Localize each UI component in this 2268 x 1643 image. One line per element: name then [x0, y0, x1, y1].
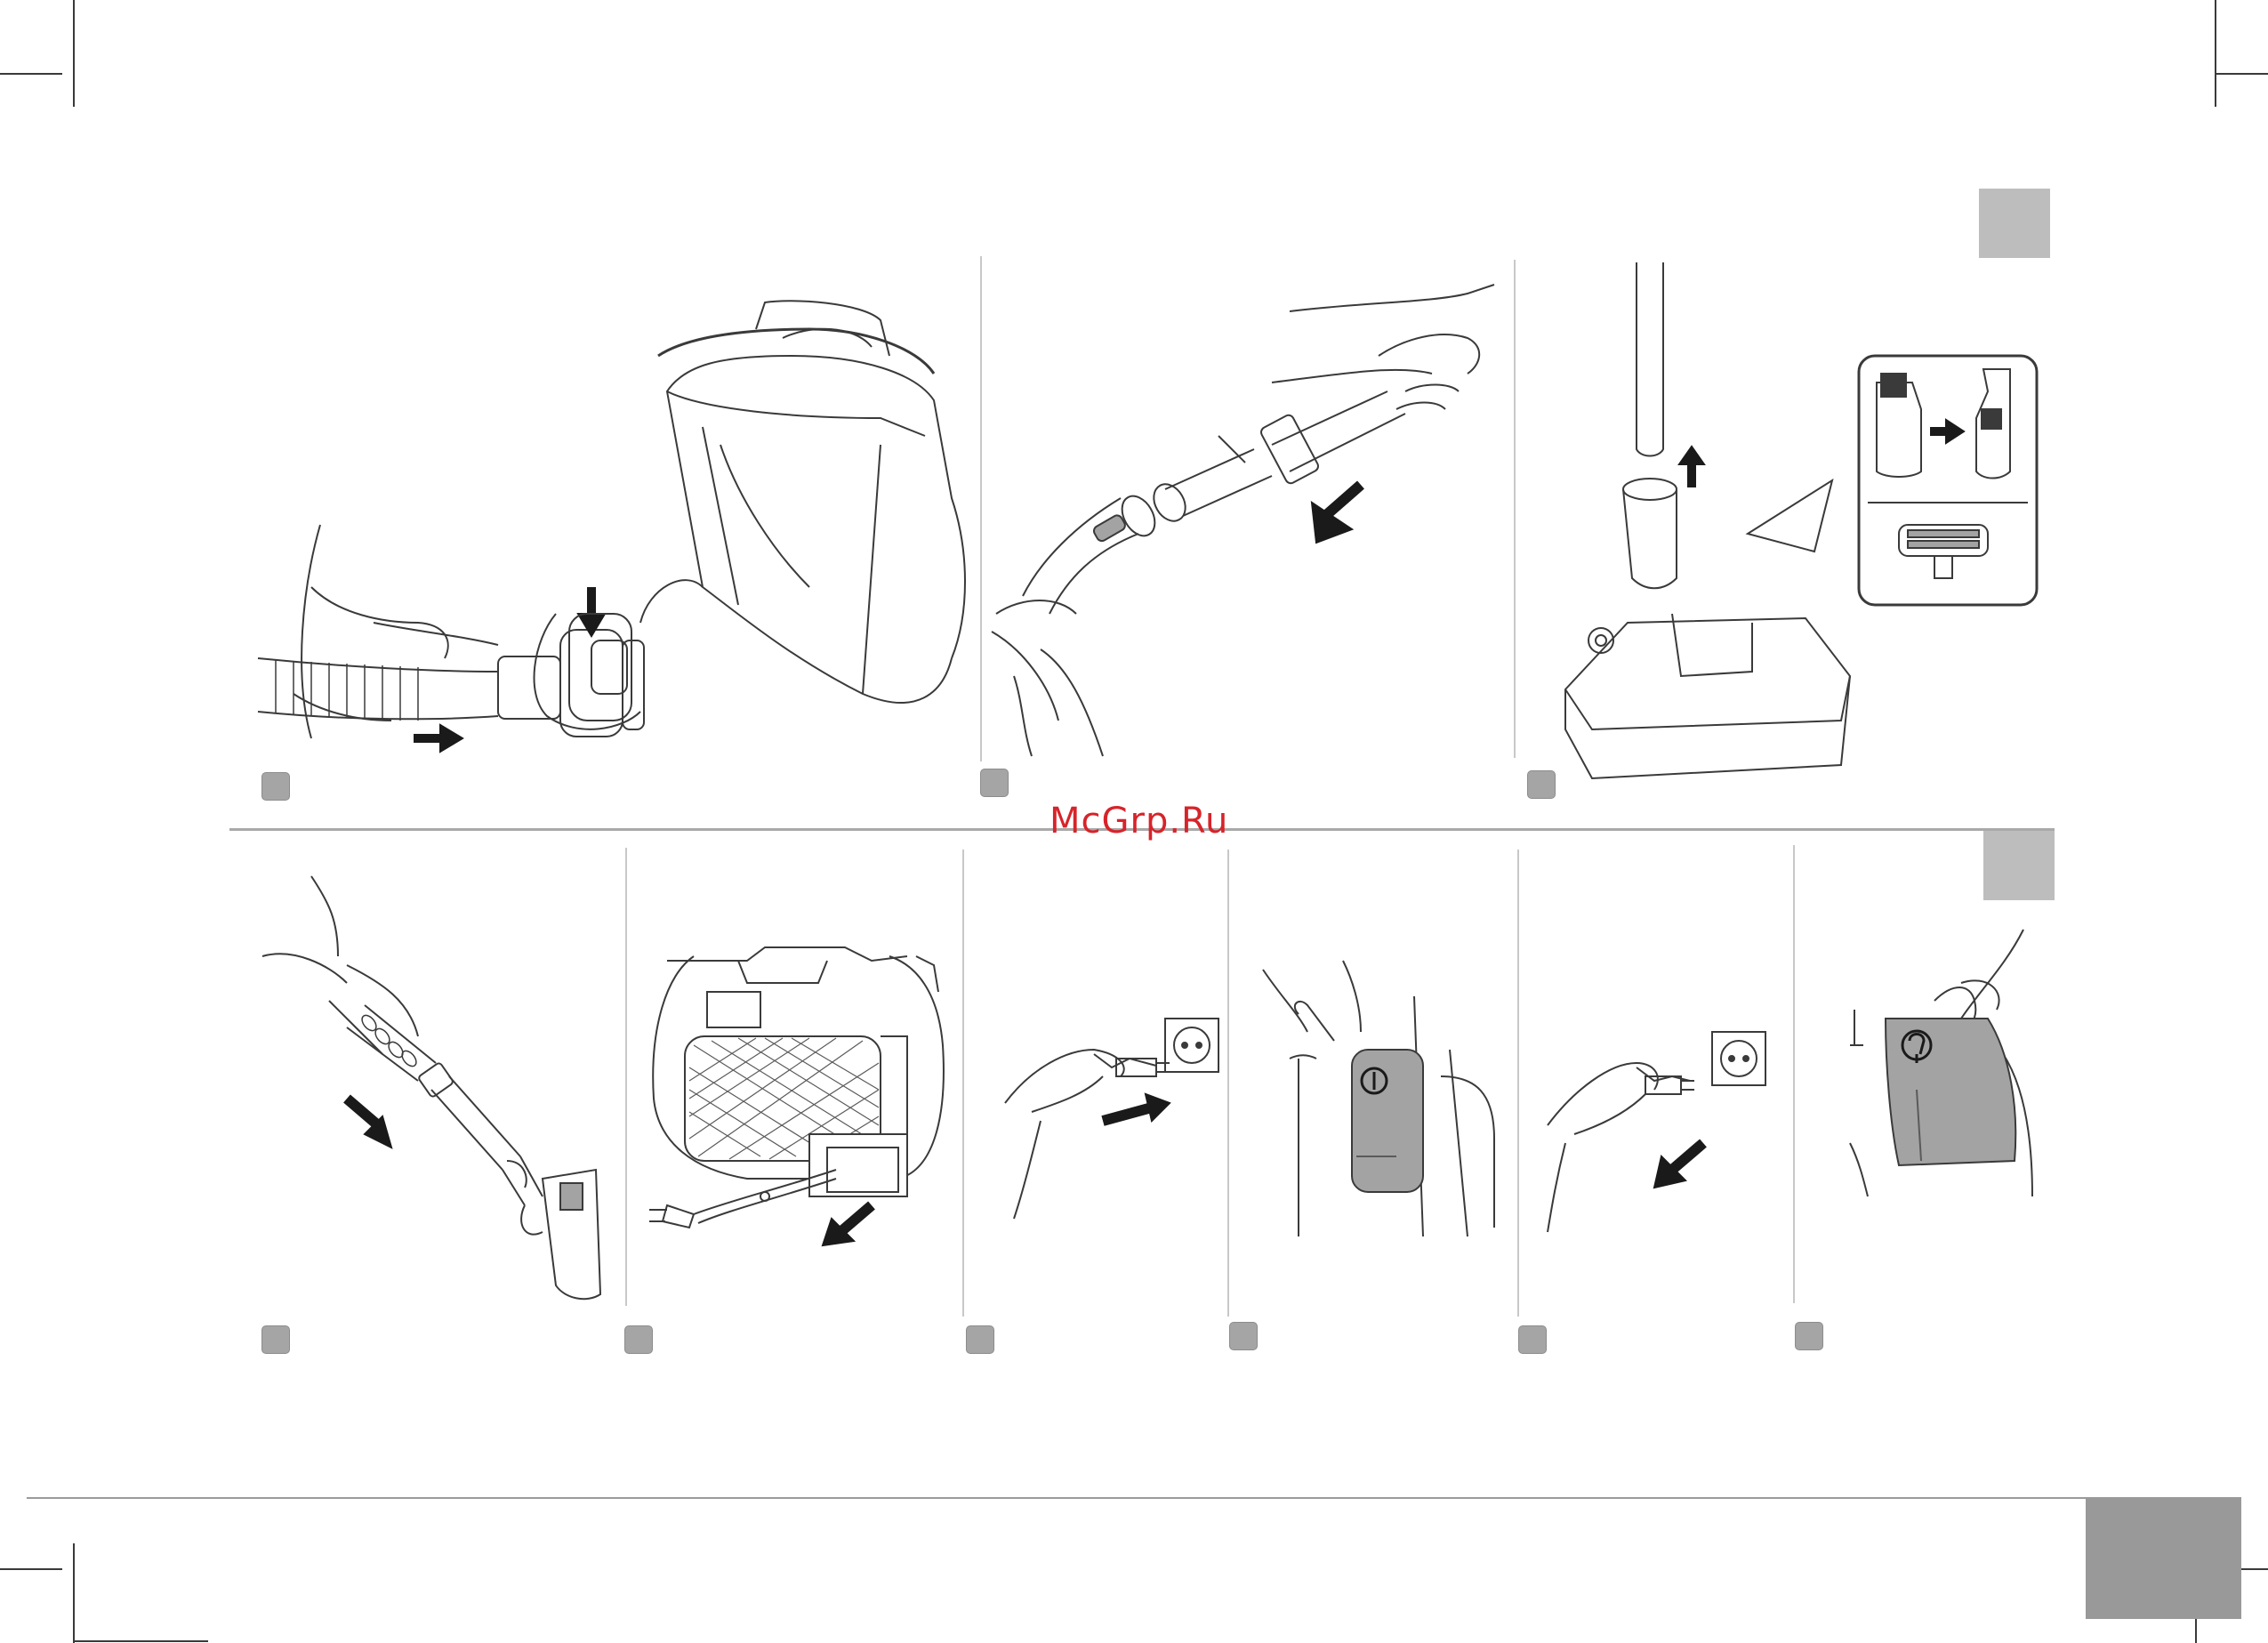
column-divider	[1514, 260, 1516, 758]
step-badge	[624, 1325, 653, 1354]
step-badge	[1795, 1322, 1823, 1350]
illustration-telescopic-tube	[258, 876, 623, 1303]
illustration-nozzle-attach	[1548, 258, 2046, 792]
section-tab-bottom	[1983, 831, 2055, 900]
step-badge	[261, 772, 290, 801]
column-divider	[1517, 850, 1519, 1317]
column-divider	[625, 848, 627, 1306]
watermark-text: McGrp.Ru	[1050, 801, 1228, 842]
step-badge	[1229, 1322, 1258, 1350]
column-divider	[962, 850, 964, 1317]
step-badge	[1518, 1325, 1547, 1354]
illustration-tube-connect	[987, 276, 1503, 756]
crop-mark	[2215, 0, 2216, 107]
step-badge	[966, 1325, 994, 1354]
column-divider	[1793, 845, 1795, 1303]
crop-mark	[73, 1543, 75, 1643]
step-badge	[261, 1325, 290, 1354]
crop-mark	[73, 0, 75, 107]
illustration-unplug	[1539, 1027, 1770, 1232]
illustration-power-on	[1263, 961, 1503, 1245]
illustration-hose-connect	[240, 320, 978, 747]
illustration-cord-rewind	[1846, 930, 2059, 1205]
crop-mark	[75, 1640, 208, 1642]
illustration-plug-in	[996, 1014, 1227, 1219]
column-divider	[1227, 850, 1229, 1317]
footer-rule	[27, 1497, 2086, 1499]
crop-mark	[0, 1568, 62, 1570]
column-divider	[980, 256, 982, 761]
crop-mark	[0, 73, 62, 75]
section-tab-top	[1979, 189, 2050, 258]
illustration-cord-pull	[640, 938, 961, 1259]
crop-mark	[2215, 73, 2268, 75]
page-number-tab	[2086, 1497, 2241, 1619]
step-badge	[980, 769, 1009, 797]
